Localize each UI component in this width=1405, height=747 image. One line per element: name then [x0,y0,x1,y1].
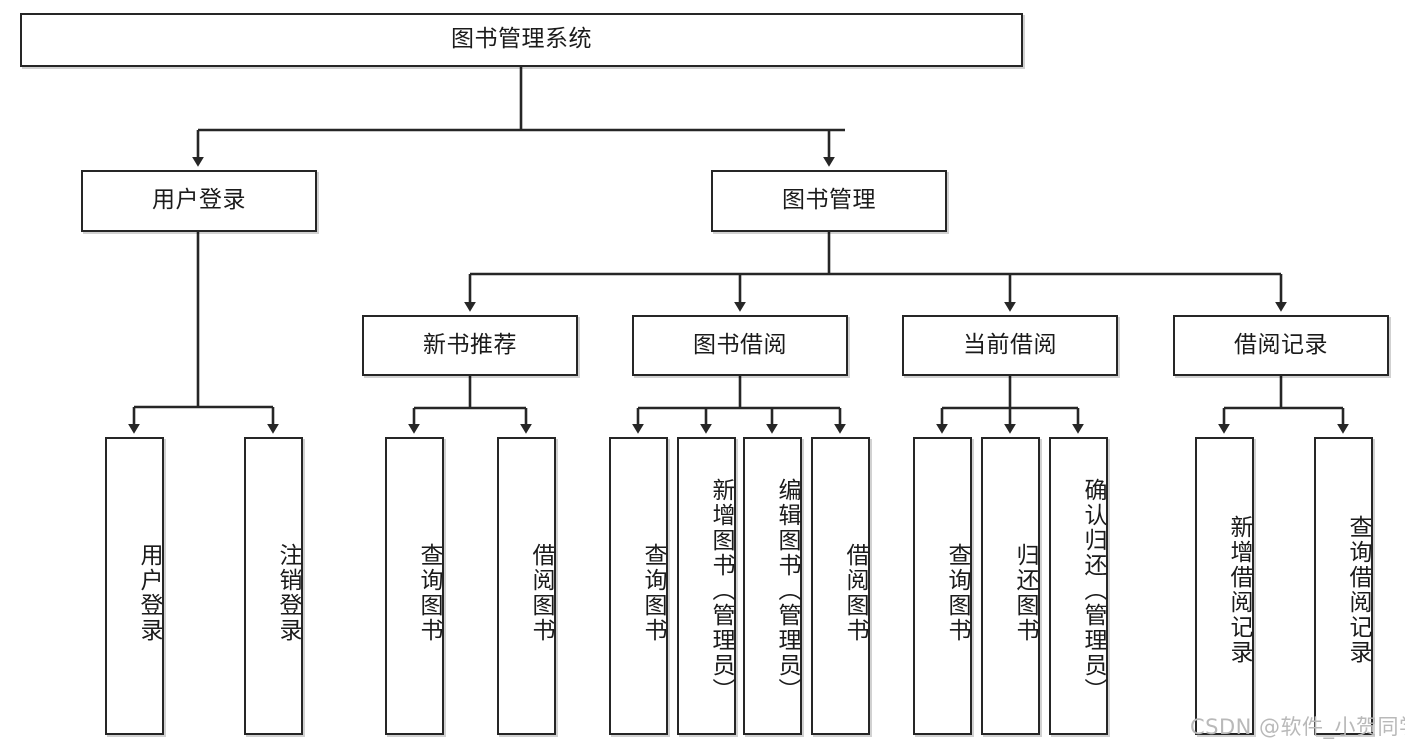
node-leaf-query-book-2[interactable]: 查询图书 [609,437,668,735]
node-leaf-confirm-return[interactable]: 确认归还（管理员） [1049,437,1108,735]
node-leaf-edit-book-label: 编辑图书（管理员） [774,477,800,703]
node-book-manage-label: 图书管理 [782,187,876,214]
node-current-borrow[interactable]: 当前借阅 [902,315,1118,376]
node-leaf-confirm-return-label: 确认归还（管理员） [1080,477,1106,703]
node-user-login-label: 用户登录 [152,187,246,214]
node-leaf-user-login[interactable]: 用户登录 [105,437,164,735]
node-leaf-query-book-1[interactable]: 查询图书 [385,437,444,735]
node-book-manage[interactable]: 图书管理 [711,170,947,232]
node-leaf-user-login-label: 用户登录 [136,543,162,643]
node-leaf-user-logout[interactable]: 注销登录 [244,437,303,735]
node-root-label: 图书管理系统 [451,26,592,53]
node-leaf-return-book[interactable]: 归还图书 [981,437,1040,735]
node-leaf-query-record-label: 查询借阅记录 [1345,515,1371,665]
node-leaf-user-logout-label: 注销登录 [275,543,301,643]
watermark-text: CSDN @软件_小贺同学 [1190,715,1405,739]
node-leaf-edit-book[interactable]: 编辑图书（管理员） [743,437,802,735]
node-borrow-record[interactable]: 借阅记录 [1173,315,1389,376]
node-leaf-query-book-3-label: 查询图书 [944,543,970,643]
node-leaf-query-record[interactable]: 查询借阅记录 [1314,437,1373,735]
node-leaf-borrow-book-1[interactable]: 借阅图书 [497,437,556,735]
node-leaf-query-book-2-label: 查询图书 [640,543,666,643]
node-leaf-add-book[interactable]: 新增图书（管理员） [677,437,736,735]
node-leaf-return-book-label: 归还图书 [1012,543,1038,643]
node-leaf-query-book-3[interactable]: 查询图书 [913,437,972,735]
node-root[interactable]: 图书管理系统 [20,13,1023,67]
node-new-book-rec-label: 新书推荐 [423,331,517,358]
node-borrow-record-label: 借阅记录 [1234,331,1328,358]
node-current-borrow-label: 当前借阅 [963,331,1057,358]
node-leaf-borrow-book-2-label: 借阅图书 [842,543,868,643]
node-user-login[interactable]: 用户登录 [81,170,317,232]
node-leaf-add-book-label: 新增图书（管理员） [708,477,734,703]
node-book-borrow[interactable]: 图书借阅 [632,315,848,376]
node-leaf-query-book-1-label: 查询图书 [416,543,442,643]
node-leaf-borrow-book-1-label: 借阅图书 [528,543,554,643]
node-book-borrow-label: 图书借阅 [693,331,787,358]
node-leaf-add-record-label: 新增借阅记录 [1226,515,1252,665]
node-leaf-add-record[interactable]: 新增借阅记录 [1195,437,1254,735]
node-new-book-rec[interactable]: 新书推荐 [362,315,578,376]
node-leaf-borrow-book-2[interactable]: 借阅图书 [811,437,870,735]
